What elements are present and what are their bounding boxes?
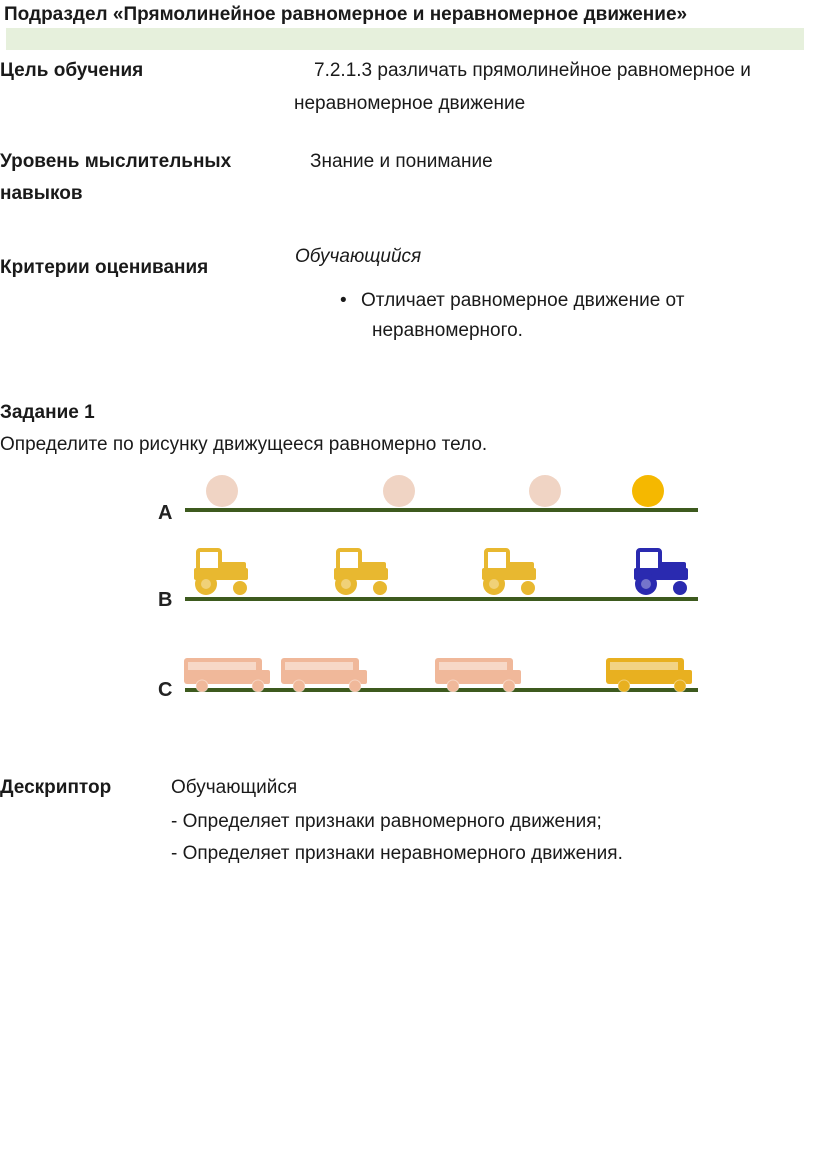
tractor-icon: [192, 548, 250, 597]
row-a-label: A: [158, 502, 172, 524]
motion-figure: A B C: [158, 475, 698, 701]
criteria-bullet: •: [340, 290, 347, 311]
bus-icon: [434, 657, 522, 693]
task-title: Задание 1: [0, 402, 95, 423]
ball-icon: [632, 475, 664, 507]
criteria-bullet-line1: Отличает равномерное движение от: [361, 290, 685, 311]
thinking-level-value: Знание и понимание: [310, 151, 493, 172]
thinking-level-label-line1: Уровень мыслительных: [0, 151, 232, 172]
row-b-tractors: [192, 548, 690, 597]
bus-icon: [183, 657, 271, 693]
objective-value-line1: 7.2.1.3 различать прямолинейное равномер…: [314, 60, 751, 81]
tractor-icon: [332, 548, 390, 597]
thinking-level-label-line2: навыков: [0, 183, 83, 204]
objective-value-line2: неравномерное движение: [294, 93, 526, 114]
objective-label: Цель обучения: [0, 60, 144, 81]
criteria-learner: Обучающийся: [295, 246, 422, 267]
row-b-label: B: [158, 589, 172, 611]
row-a-balls: [206, 475, 664, 507]
tractor-icon: [480, 548, 538, 597]
ball-icon: [383, 475, 415, 507]
criteria-bullet-line2: неравномерного.: [372, 320, 523, 341]
descriptor-item-2: - Определяет признаки неравномерного дви…: [171, 843, 623, 864]
descriptor-item-1: - Определяет признаки равномерного движе…: [171, 811, 602, 832]
subsection-title: Подраздел «Прямолинейное равномерное и н…: [4, 4, 688, 25]
descriptor-label: Дескриптор: [0, 777, 112, 798]
task-text: Определите по рисунку движущееся равноме…: [0, 434, 488, 455]
criteria-label: Критерии оценивания: [0, 257, 209, 278]
row-c-buses: [183, 657, 693, 693]
descriptor-learner: Обучающийся: [171, 777, 298, 798]
title-underline-bar: [6, 28, 804, 50]
ball-icon: [206, 475, 238, 507]
row-c-label: C: [158, 679, 172, 701]
bus-icon: [280, 657, 368, 693]
bus-icon: [605, 657, 693, 693]
ball-icon: [529, 475, 561, 507]
tractor-icon: [632, 548, 690, 597]
